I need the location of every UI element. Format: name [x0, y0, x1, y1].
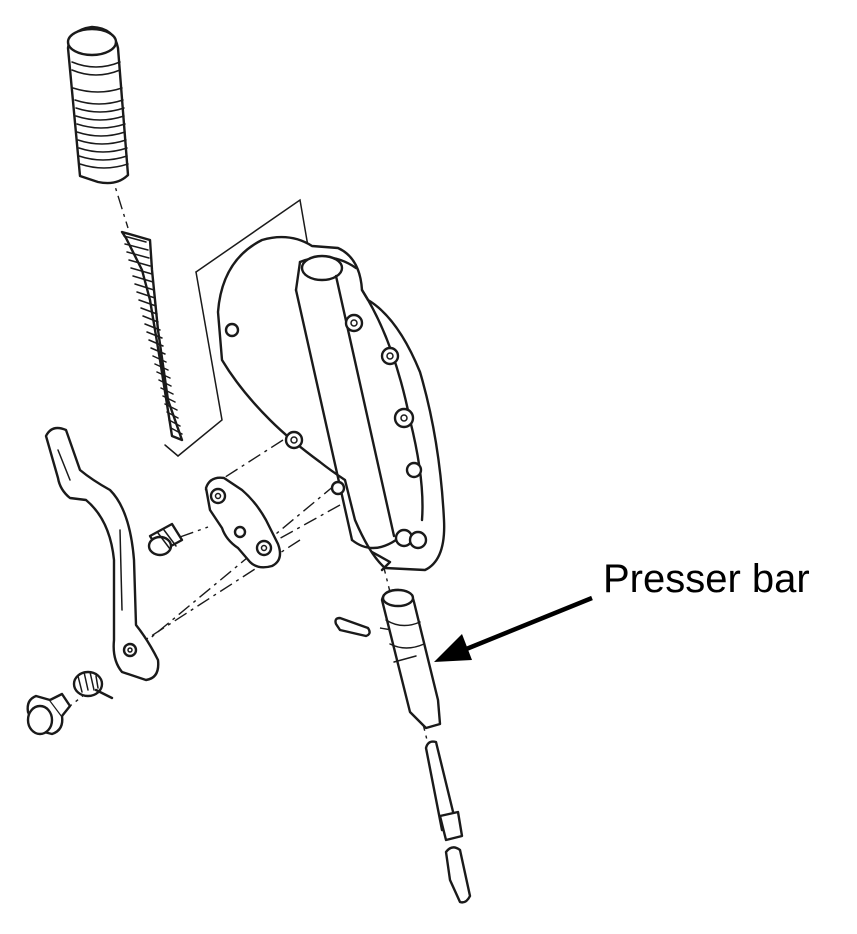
presser-spring [120, 230, 184, 442]
thumb-screw [26, 692, 72, 736]
presser-foot-tip [444, 846, 472, 904]
presser-bar-lifter [44, 426, 160, 682]
presser-bar-bracket [216, 235, 446, 572]
knurled-nut [72, 670, 114, 700]
lifter-link-plate [204, 476, 282, 569]
presser-bar-pin [334, 616, 371, 638]
bracket-phantom-outline [164, 198, 311, 457]
presser-adjusting-screw [66, 25, 130, 185]
plate-set-screw [147, 522, 184, 557]
presser-bar [380, 588, 442, 730]
presser-foot-shaft [424, 740, 464, 842]
callout-label-presser-bar: Presser bar [603, 557, 810, 601]
callout-arrow [434, 595, 593, 662]
